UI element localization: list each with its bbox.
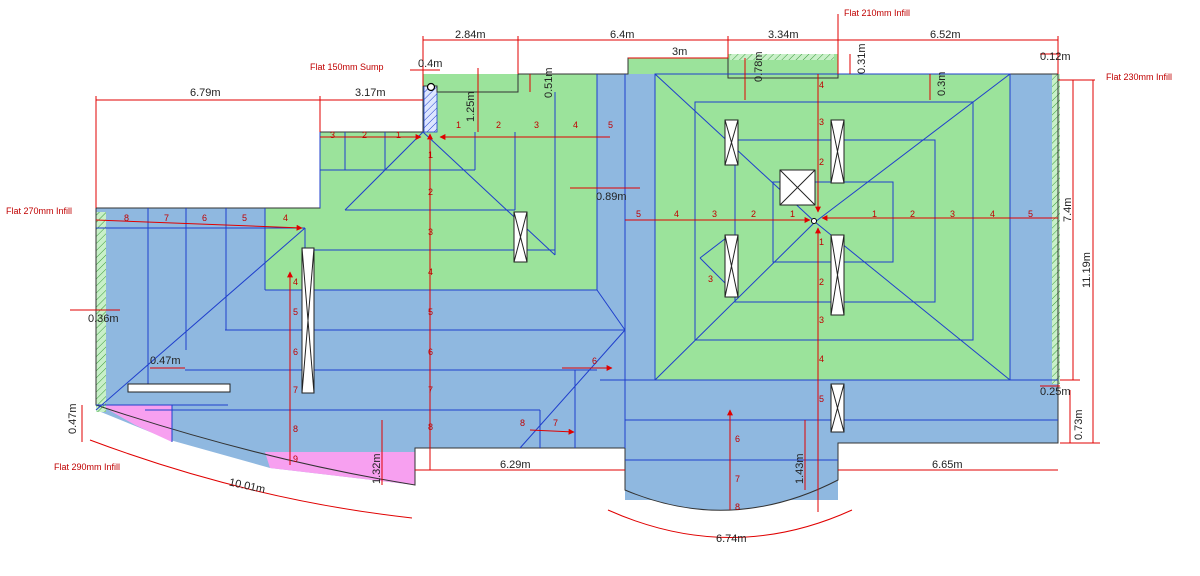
step-number: 4 [293,277,298,287]
step-number: 6 [202,213,207,223]
step-numbers: 1 2 3 4 5 6 7 8 4 5 6 7 8 9 3 2 1 1 2 3 … [124,80,1033,512]
step-number: 1 [396,130,401,140]
step-number: 8 [735,502,740,512]
dim-0-78: 0.78m [753,51,765,82]
step-number: 5 [242,213,247,223]
dim-11-19: 11.19m [1081,252,1093,288]
dimension-labels: 2.84m 6.4m 3.34m 6.52m 0.12m 3m 0.4m 6.7… [67,29,1093,545]
dim-1-25: 1.25m [465,91,477,122]
step-number: 2 [428,187,433,197]
step-number: 1 [428,150,433,160]
dim-0-12: 0.12m [1040,51,1071,63]
note-infill-210: Flat 210mm Infill [844,8,910,18]
step-number: 7 [428,385,433,395]
step-number: 7 [553,418,558,428]
dim-6-4: 6.4m [610,29,634,41]
dim-6-29: 6.29m [500,459,531,471]
dim-0-31: 0.31m [856,43,868,74]
step-number: 5 [608,120,613,130]
step-number: 1 [790,209,795,219]
step-number: 6 [428,347,433,357]
dim-2-84: 2.84m [455,29,486,41]
dim-1-32: 1.32m [371,453,383,484]
step-number: 7 [293,385,298,395]
skylights [127,119,845,433]
dim-1-43: 1.43m [794,453,806,484]
step-number: 3 [534,120,539,130]
dim-0-36: 0.36m [88,313,119,325]
step-number: 5 [636,209,641,219]
step-number: 1 [456,120,461,130]
step-number: 1 [819,237,824,247]
step-number: 2 [362,130,367,140]
dimension-lines [70,14,1100,538]
note-sump: Flat 150mm Sump [310,62,384,72]
step-number: 4 [990,209,995,219]
base-blue-areas [96,74,1058,511]
step-number: 3 [819,315,824,325]
fall-arrows [95,74,1058,512]
step-number: 6 [293,347,298,357]
step-number: 3 [950,209,955,219]
step-number: 4 [573,120,578,130]
dim-3-17: 3.17m [355,87,386,99]
step-number: 8 [293,424,298,434]
dim-7-4: 7.4m [1062,198,1074,222]
step-number: 8 [124,213,129,223]
step-number: 2 [751,209,756,219]
dim-6-79: 6.79m [190,87,221,99]
step-number: 4 [674,209,679,219]
step-number: 3 [330,130,335,140]
step-number: 4 [428,267,433,277]
dim-6-74: 6.74m [716,533,747,545]
dim-0-25: 0.25m [1040,386,1071,398]
step-number: 8 [428,422,433,432]
note-infill-230: Flat 230mm Infill [1106,72,1172,82]
step-number: 6 [735,434,740,444]
step-number: 5 [819,394,824,404]
step-number: 4 [819,354,824,364]
dim-0-47-top: 0.47m [150,355,181,367]
step-number: 5 [1028,209,1033,219]
step-number: 2 [819,277,824,287]
dim-3-34: 3.34m [768,29,799,41]
step-number: 3 [708,274,713,284]
step-number: 9 [293,454,298,464]
step-number: 5 [293,307,298,317]
step-number: 4 [819,80,824,90]
dim-0-73: 0.73m [1073,409,1085,440]
step-number: 7 [735,474,740,484]
note-infill-270: Flat 270mm Infill [6,206,72,216]
drain-marker [811,218,817,224]
sump-marker [426,82,436,92]
step-number: 3 [819,117,824,127]
dim-10-01: 10.01m [228,477,266,496]
step-number: 2 [819,157,824,167]
step-number: 2 [496,120,501,130]
infill-notes: Flat 150mm Sump Flat 210mm Infill Flat 2… [6,8,1172,472]
step-number: 7 [164,213,169,223]
step-number: 5 [428,307,433,317]
dim-0-89: 0.89m [596,191,627,203]
note-infill-290: Flat 290mm Infill [54,462,120,472]
dim-6-52: 6.52m [930,29,961,41]
skylight-bottom-left [127,383,231,393]
dim-0-4: 0.4m [418,58,442,70]
pink-areas [100,405,415,485]
step-number: 3 [712,209,717,219]
dim-6-65: 6.65m [932,459,963,471]
step-number: 4 [283,213,288,223]
step-number: 2 [910,209,915,219]
step-number: 8 [520,418,525,428]
dim-0-51: 0.51m [543,67,555,98]
step-number: 1 [872,209,877,219]
step-number: 3 [428,227,433,237]
dim-3m: 3m [672,46,687,58]
dim-0-3: 0.3m [936,72,948,96]
step-number: 6 [592,356,597,366]
dim-0-47-side: 0.47m [67,403,79,434]
